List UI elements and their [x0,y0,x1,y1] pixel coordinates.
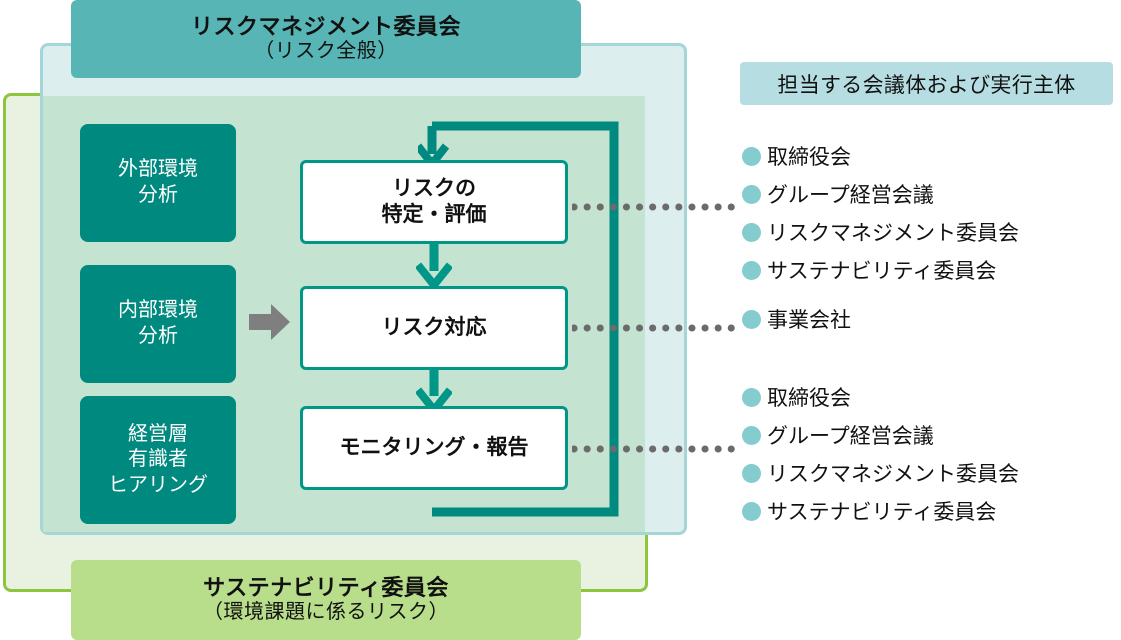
bullet-dot-icon [742,425,761,445]
list-item-label: 取締役会 [767,146,851,169]
list-item: サステナビリティ委員会 [742,251,1019,289]
input-box-line: 分析 [138,184,178,206]
responsible-bodies-group-monitoring: 取締役会 グループ経営会議 リスクマネジメント委員会 サステナビリティ委員会 [742,378,1019,530]
input-box-management-interview: 経営層 有識者 ヒアリング [80,396,236,524]
banner-title-line2: （リスク全般） [254,40,398,63]
responsible-bodies-header: 担当する会議体および実行主体 [740,62,1113,105]
process-box-line: モニタリング・報告 [339,435,529,459]
list-item: リスクマネジメント委員会 [742,454,1019,492]
input-box-line: 内部環境 [118,299,198,322]
bullet-dot-icon [742,260,761,280]
banner-title-line2: （環境課題に係るリスク） [203,601,449,624]
list-item-label: リスクマネジメント委員会 [767,222,1019,245]
input-box-external-environment: 外部環境 分析 [80,124,236,242]
list-item-label: 事業会社 [767,309,851,332]
list-item: 取締役会 [742,137,1019,175]
list-item: 取締役会 [742,378,1019,416]
list-item-label: グループ経営会議 [767,425,934,448]
banner-title-line1: リスクマネジメント委員会 [190,14,461,40]
bullet-dot-icon [742,184,761,204]
process-box-monitoring-reporting: モニタリング・報告 [300,406,568,490]
process-box-line: リスク対応 [381,315,487,339]
risk-management-committee-banner: リスクマネジメント委員会 （リスク全般） [71,0,581,78]
process-box-risk-response: リスク対応 [300,286,568,370]
dotted-connector [570,198,746,211]
input-box-line: 経営層 [128,422,188,445]
process-box-risk-identification: リスクの 特定・評価 [300,160,568,244]
list-item-label: グループ経営会議 [767,184,934,207]
bullet-dot-icon [742,146,761,166]
list-item: 事業会社 [742,300,851,338]
list-item-label: サステナビリティ委員会 [767,260,997,283]
dotted-connector [570,319,746,332]
list-item: グループ経営会議 [742,416,1019,454]
bullet-dot-icon [742,501,761,521]
bullet-dot-icon [742,387,761,407]
responsible-bodies-group-identification: 取締役会 グループ経営会議 リスクマネジメント委員会 サステナビリティ委員会 [742,137,1019,289]
down-arrow-icon [414,243,454,292]
input-box-line: 分析 [138,325,178,347]
input-box-line: 外部環境 [118,158,198,181]
list-item-label: リスクマネジメント委員会 [767,463,1019,486]
input-box-line: ヒアリング [108,473,208,496]
process-box-line: 特定・評価 [381,203,487,226]
list-item: サステナビリティ委員会 [742,492,1019,530]
list-item: グループ経営会議 [742,175,1019,213]
sustainability-committee-banner: サステナビリティ委員会 （環境課題に係るリスク） [71,560,581,640]
input-box-internal-environment: 内部環境 分析 [80,265,236,383]
banner-title-line1: サステナビリティ委員会 [203,575,449,601]
grey-right-arrow-icon [249,303,291,341]
process-box-line: リスクの [392,176,476,200]
bullet-dot-icon [742,309,761,329]
list-item-label: サステナビリティ委員会 [767,501,997,524]
list-item: リスクマネジメント委員会 [742,213,1019,251]
responsible-bodies-group-response: 事業会社 [742,300,851,338]
dotted-connector [570,440,746,453]
bullet-dot-icon [742,222,761,242]
list-item-label: 取締役会 [767,387,851,410]
bullet-dot-icon [742,463,761,483]
input-box-line: 有識者 [128,448,188,471]
